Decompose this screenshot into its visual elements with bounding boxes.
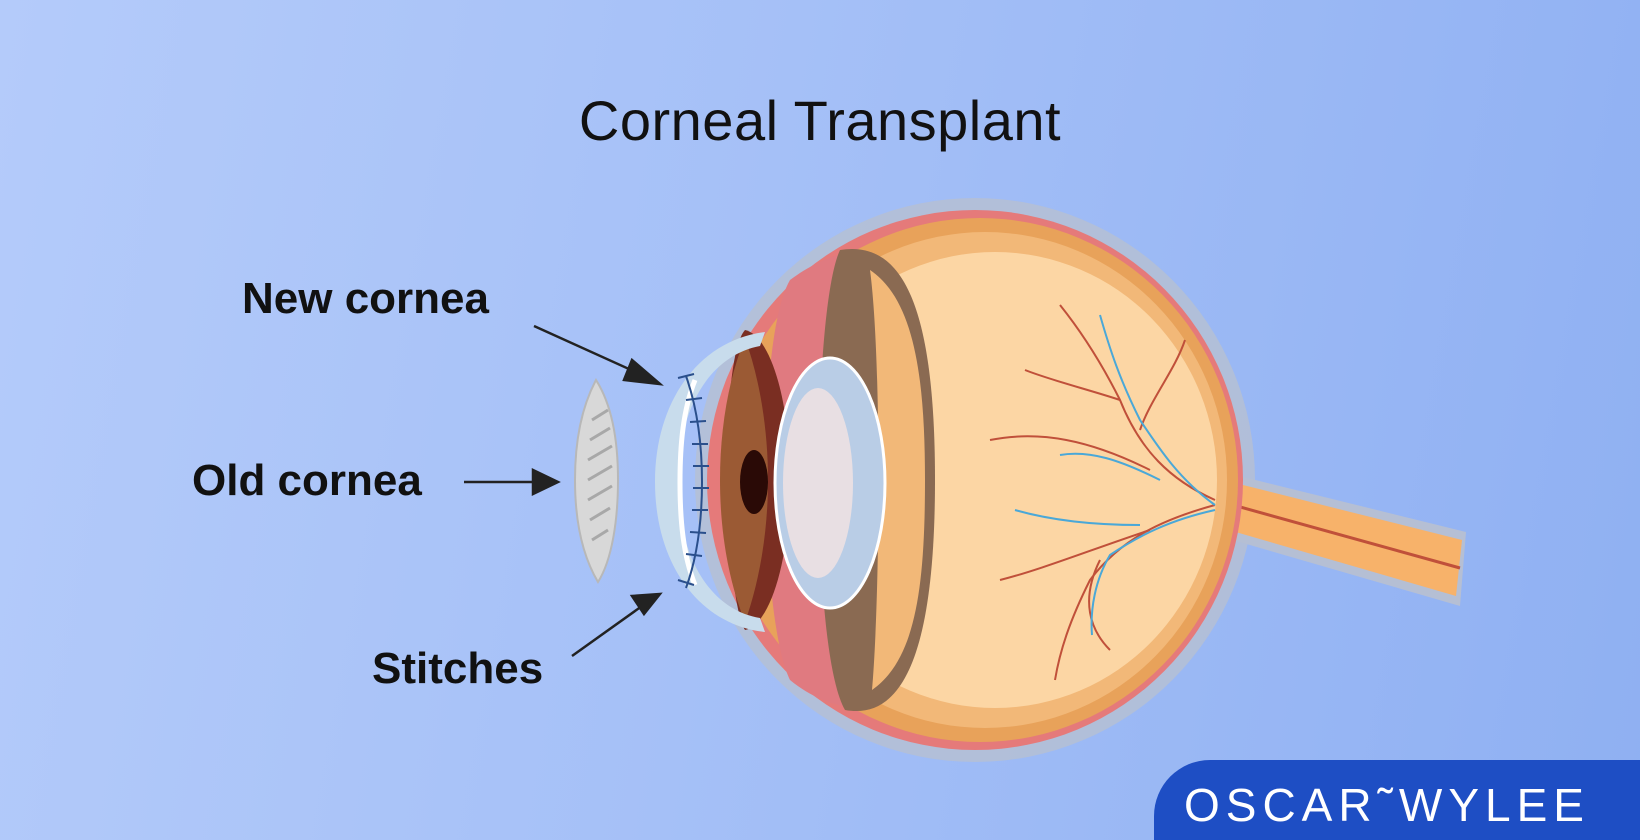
optic-nerve-body	[1208, 478, 1462, 596]
retinal-vessels-red	[989, 304, 1216, 681]
retinal-vessels-blue	[1014, 314, 1216, 636]
old-cornea-hatching	[587, 408, 613, 542]
pupil	[740, 450, 768, 514]
label-old-cornea: Old cornea	[192, 456, 422, 505]
stitch-marks	[677, 373, 709, 586]
new-cornea-edge	[677, 379, 698, 586]
new-cornea	[655, 332, 765, 632]
arrow-stitches	[571, 592, 663, 658]
arrow-old-cornea	[464, 468, 561, 496]
diagram-title: Corneal Transplant	[578, 89, 1062, 152]
old-cornea	[573, 378, 620, 584]
stitch-line	[685, 375, 704, 589]
brand-badge: OSCAR˜WYLEE	[1154, 760, 1640, 840]
ciliary-body-inner	[870, 270, 925, 690]
brand-logo-text: OSCAR˜WYLEE	[1184, 779, 1590, 831]
label-stitches: Stitches	[372, 644, 544, 693]
optic-nerve-vessel	[1214, 498, 1461, 570]
lens-core	[783, 388, 853, 578]
arrow-new-cornea	[533, 324, 664, 386]
label-new-cornea: New cornea	[242, 274, 489, 323]
